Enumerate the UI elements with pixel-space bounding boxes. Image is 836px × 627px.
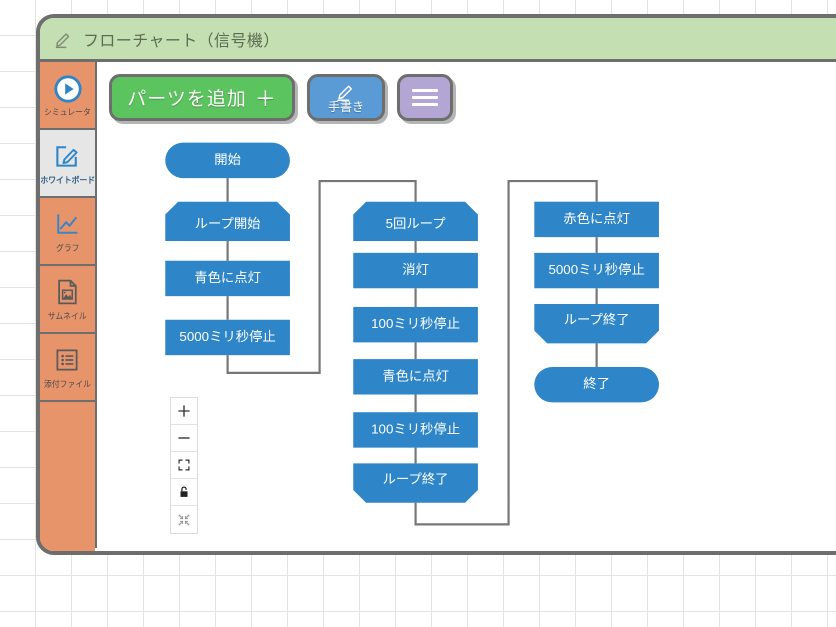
sidebar-label-thumbnail: サムネイル [48,310,87,321]
flow-node-n3[interactable]: 青色に点灯 [165,260,290,297]
node-shape [534,201,659,238]
node-label: 100ミリ秒停止 [371,315,460,331]
node-label: 開始 [214,152,241,167]
sidebar-filler [40,402,95,551]
zoom-in-button[interactable] [171,398,197,425]
sidebar-item-whiteboard[interactable]: ホワイトボード [40,130,95,198]
node-shape [534,252,659,289]
node-shape [353,201,478,242]
connector-n10-n11 [414,179,598,526]
plus-icon: ＋ [254,87,277,111]
node-label: 100ミリ秒停止 [371,420,460,436]
flow-node-n12[interactable]: 5000ミリ秒停止 [534,252,659,289]
edit-square-icon [53,142,83,172]
node-label: 青色に点灯 [194,269,261,285]
list-box-icon [53,346,83,376]
node-shape [353,359,478,395]
flowchart: 開始ループ開始青色に点灯5000ミリ秒停止5回ループ消灯100ミリ秒停止青色に点… [165,142,659,526]
node-label: 赤色に点灯 [563,210,630,226]
flow-node-n1[interactable]: 開始 [165,142,290,179]
flow-node-n11[interactable]: 赤色に点灯 [534,201,659,238]
node-label: 5000ミリ秒停止 [179,328,275,344]
connector-n4-n5 [226,179,417,374]
line-chart-icon [53,210,83,240]
node-shape [165,260,290,297]
node-shape [165,142,290,179]
fit-screen-button[interactable] [171,452,197,479]
sidebar-item-attachments[interactable]: 添付ファイル [40,334,95,402]
flow-node-n14[interactable]: 終了 [534,366,659,403]
pencil-icon [335,81,357,102]
window-body: シミュレータ ホワイトボード グラフ [40,62,836,551]
flow-node-n10[interactable]: ループ終了 [353,463,478,503]
lock-icon [177,485,191,499]
app-window: フローチャート（信号機） シミュレータ [36,14,836,555]
image-file-icon [53,278,83,308]
flow-node-n4[interactable]: 5000ミリ秒停止 [165,319,290,356]
zoom-out-icon [176,430,192,446]
flow-node-n13[interactable]: ループ終了 [534,304,659,344]
play-circle-icon [53,74,83,104]
sidebar-label-graph: グラフ [55,242,80,253]
node-label: ループ終了 [383,472,449,487]
lock-button[interactable] [171,479,197,506]
node-label: 青色に点灯 [382,367,449,383]
node-shape [353,463,478,503]
title-bar: フローチャート（信号機） [40,18,836,62]
toolbar: パーツを追加 ＋ 手書き [109,74,453,121]
pencil-icon [54,29,74,49]
node-label: 消灯 [402,262,429,277]
hamburger-menu-button[interactable] [397,74,453,121]
freehand-label: 手書き [327,100,364,115]
node-label: ループ終了 [564,312,630,327]
page-title: フローチャート（信号機） [83,32,280,50]
node-label: 終了 [583,376,610,391]
collapse-icon [177,513,191,527]
node-shape [165,319,290,356]
flow-node-n9[interactable]: 100ミリ秒停止 [353,412,478,448]
hamburger-menu-icon [412,85,438,110]
sidebar-item-thumbnail[interactable]: サムネイル [40,266,95,334]
node-shape [534,304,659,344]
node-label: 5回ループ [386,216,447,231]
fit-screen-icon [177,458,191,472]
flowchart-nodes: 開始ループ開始青色に点灯5000ミリ秒停止5回ループ消灯100ミリ秒停止青色に点… [165,142,659,503]
flow-node-n2[interactable]: ループ開始 [165,201,290,242]
sidebar-label-simulator: シミュレータ [44,106,91,117]
sidebar-label-attachments: 添付ファイル [44,378,91,389]
add-part-button[interactable]: パーツを追加 ＋ [109,74,295,121]
node-shape [353,412,478,448]
flow-node-n7[interactable]: 100ミリ秒停止 [353,306,478,343]
add-part-label: パーツを追加 [127,89,247,110]
sidebar-item-graph[interactable]: グラフ [40,198,95,266]
node-shape [353,252,478,289]
zoom-controls [170,397,198,534]
flow-node-n8[interactable]: 青色に点灯 [353,359,478,395]
sidebar-item-simulator[interactable]: シミュレータ [40,62,95,130]
sidebar-label-whiteboard: ホワイトボード [40,174,95,185]
node-shape [534,366,659,403]
node-shape [165,201,290,242]
flow-node-n6[interactable]: 消灯 [353,252,478,289]
zoom-in-icon [176,403,192,419]
node-label: 5000ミリ秒停止 [548,261,644,277]
collapse-button[interactable] [171,506,197,533]
flowchart-connectors [226,178,598,526]
flow-node-n5[interactable]: 5回ループ [353,201,478,242]
zoom-out-button[interactable] [171,425,197,452]
node-label: ループ開始 [195,216,261,231]
freehand-button[interactable]: 手書き [307,74,385,121]
node-shape [353,306,478,343]
sidebar: シミュレータ ホワイトボード グラフ [40,62,97,551]
